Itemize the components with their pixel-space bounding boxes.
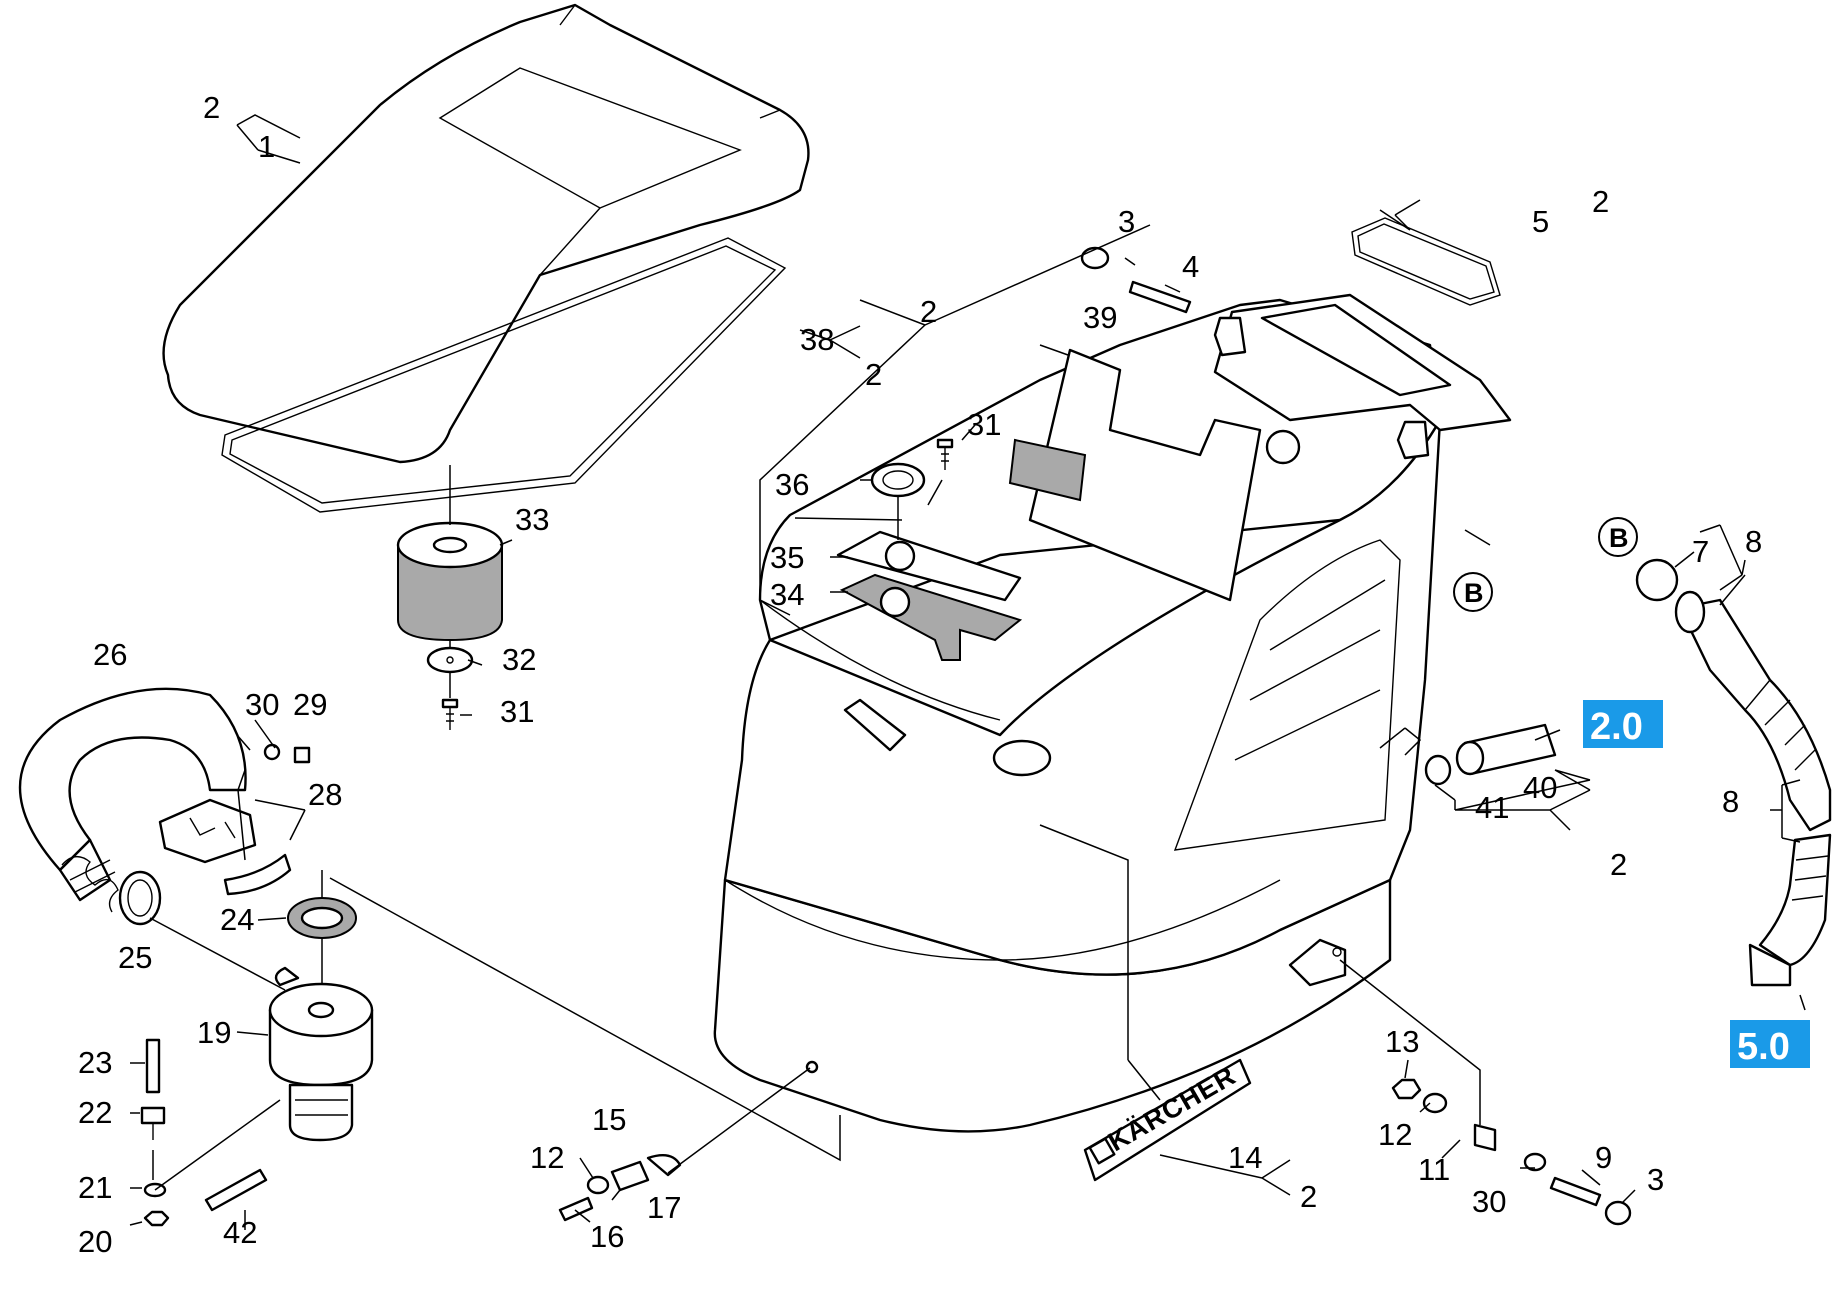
grommet-36[interactable] bbox=[870, 462, 926, 498]
reference-5-0-label: 5.0 bbox=[1737, 1026, 1790, 1068]
screw-16[interactable] bbox=[558, 1196, 594, 1222]
filter-cartridge[interactable] bbox=[396, 521, 504, 642]
hose-spring[interactable] bbox=[61, 856, 119, 913]
callout-17: 17 bbox=[647, 1190, 681, 1225]
callout-8: 8 bbox=[1745, 524, 1762, 559]
callout-31: 31 bbox=[500, 694, 534, 729]
reference-2-0-label: 2.0 bbox=[1590, 706, 1643, 748]
callout-9: 9 bbox=[1595, 1140, 1612, 1175]
callout-22: 22 bbox=[78, 1095, 112, 1130]
screw-29[interactable] bbox=[293, 746, 311, 764]
callout-19: 19 bbox=[197, 1015, 231, 1050]
callout-41: 41 bbox=[1475, 790, 1509, 825]
callout-2: 2 bbox=[1592, 184, 1609, 219]
callout-14: 14 bbox=[1228, 1140, 1262, 1175]
washer-12-left[interactable] bbox=[586, 1175, 610, 1195]
callout-2: 2 bbox=[1300, 1179, 1317, 1214]
nut-13[interactable] bbox=[1391, 1078, 1422, 1100]
reference-5-0[interactable]: 5.0 bbox=[1730, 1020, 1810, 1068]
washer-30-upper[interactable] bbox=[263, 743, 281, 761]
bolt-42[interactable] bbox=[204, 1168, 268, 1212]
bushing-22[interactable] bbox=[140, 1106, 166, 1140]
seal-ring-24[interactable] bbox=[287, 897, 357, 939]
cover-seal-5[interactable] bbox=[1351, 217, 1501, 306]
hose-clamp-25[interactable] bbox=[118, 870, 162, 926]
washer-32[interactable] bbox=[426, 646, 474, 674]
filter-tube-40[interactable] bbox=[1455, 723, 1557, 776]
callout-42: 42 bbox=[223, 1215, 257, 1250]
callout-4: 4 bbox=[1182, 249, 1199, 284]
callout-15: 15 bbox=[592, 1102, 626, 1137]
callout-12: 12 bbox=[1378, 1117, 1412, 1152]
callout-labels: 2 1 38 2 33 32 31 26 30 29 28 24 25 19 2… bbox=[78, 90, 1762, 1259]
callout-38: 38 bbox=[800, 322, 834, 357]
seal-ring-7[interactable] bbox=[1635, 558, 1679, 602]
callout-30: 30 bbox=[1472, 1184, 1506, 1219]
callout-11: 11 bbox=[1418, 1152, 1450, 1187]
callout-2: 2 bbox=[1610, 847, 1627, 882]
callout-29: 29 bbox=[293, 687, 327, 722]
screw-31-lower[interactable] bbox=[441, 698, 459, 730]
callout-28: 28 bbox=[308, 777, 342, 812]
washer-30-lower[interactable] bbox=[1523, 1152, 1547, 1172]
top-cover[interactable] bbox=[162, 3, 810, 464]
hose-end-piece[interactable] bbox=[1674, 590, 1706, 634]
inner-plate-35[interactable] bbox=[836, 530, 1022, 602]
marker-b-label: B bbox=[1464, 578, 1484, 608]
callout-36: 36 bbox=[775, 467, 809, 502]
callout-7: 7 bbox=[1692, 534, 1709, 569]
callout-12: 12 bbox=[530, 1140, 564, 1175]
callout-34: 34 bbox=[770, 577, 804, 612]
seal-ring-41[interactable] bbox=[1424, 754, 1452, 786]
marker-b-label: B bbox=[1609, 523, 1629, 553]
spacer-23[interactable] bbox=[145, 1038, 161, 1094]
callout-32: 32 bbox=[502, 642, 536, 677]
suction-hose[interactable] bbox=[18, 687, 247, 902]
screw-31-upper[interactable] bbox=[936, 438, 954, 470]
callout-40: 40 bbox=[1523, 770, 1557, 805]
callout-23: 23 bbox=[78, 1045, 112, 1080]
callout-5: 5 bbox=[1532, 204, 1549, 239]
callout-2: 2 bbox=[865, 357, 882, 392]
sleeve-17[interactable] bbox=[610, 1160, 650, 1192]
callout-1: 1 bbox=[258, 129, 275, 164]
gasket-plate-34[interactable] bbox=[839, 573, 1023, 661]
washer-12-right[interactable] bbox=[1422, 1092, 1448, 1114]
callout-39: 39 bbox=[1083, 300, 1117, 335]
callout-33: 33 bbox=[515, 502, 549, 537]
callout-16: 16 bbox=[590, 1219, 624, 1254]
callout-35: 35 bbox=[770, 540, 804, 575]
bolt-9[interactable] bbox=[1549, 1176, 1602, 1207]
callout-21: 21 bbox=[78, 1170, 112, 1205]
callout-13: 13 bbox=[1385, 1024, 1419, 1059]
suction-motor[interactable] bbox=[268, 966, 374, 1142]
callout-24: 24 bbox=[220, 902, 254, 937]
marker-b-hose: B bbox=[1598, 517, 1638, 557]
inner-plate[interactable] bbox=[1008, 348, 1262, 602]
reference-2-0[interactable]: 2.0 bbox=[1583, 700, 1663, 748]
cap-3-lower[interactable] bbox=[1604, 1200, 1632, 1226]
marker-b-tank: B bbox=[1453, 572, 1493, 612]
clip-15[interactable] bbox=[646, 1154, 682, 1177]
nut-20[interactable] bbox=[143, 1210, 170, 1227]
callout-25: 25 bbox=[118, 940, 152, 975]
cover-seal-gasket[interactable] bbox=[221, 237, 787, 513]
callout-8: 8 bbox=[1722, 784, 1739, 819]
callout-31: 31 bbox=[967, 407, 1001, 442]
callout-3: 3 bbox=[1647, 1162, 1664, 1197]
callout-3: 3 bbox=[1118, 204, 1135, 239]
leader-lines bbox=[129, 114, 1806, 1230]
sleeve-11[interactable] bbox=[1473, 1123, 1497, 1152]
callout-2: 2 bbox=[920, 294, 937, 329]
callout-30: 30 bbox=[245, 687, 279, 722]
callout-2: 2 bbox=[203, 90, 220, 125]
callout-20: 20 bbox=[78, 1224, 112, 1259]
callout-26: 26 bbox=[93, 637, 127, 672]
bolt-4[interactable] bbox=[1128, 280, 1192, 314]
drain-hose[interactable] bbox=[1678, 598, 1832, 987]
cap-3-upper[interactable] bbox=[1080, 246, 1110, 270]
hose-holder[interactable] bbox=[158, 798, 292, 896]
